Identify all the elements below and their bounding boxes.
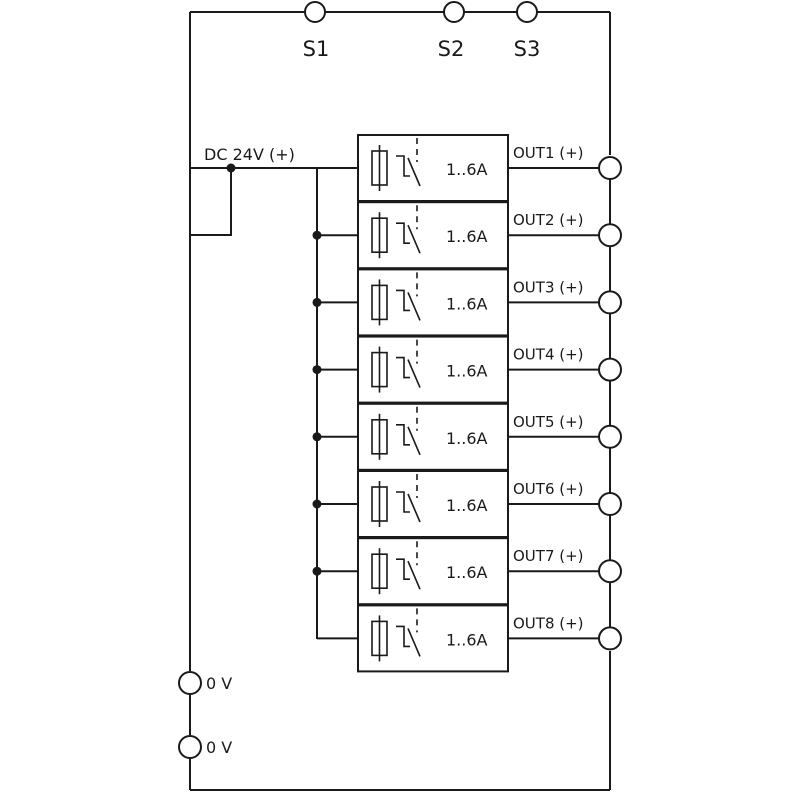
output-terminal[interactable] bbox=[598, 626, 622, 651]
terminal-circle[interactable] bbox=[178, 735, 202, 759]
bus-junction-dot bbox=[312, 432, 322, 442]
signal-s3: S3 bbox=[514, 1, 541, 61]
supply-loop bbox=[190, 168, 232, 236]
supply-label: DC 24V (+) bbox=[204, 145, 295, 164]
output-terminal[interactable] bbox=[598, 424, 622, 449]
signal-label-s1: S1 bbox=[303, 37, 330, 61]
signal-terminals: S1 S2 S3 bbox=[303, 1, 541, 61]
signal-s1: S1 bbox=[303, 1, 330, 61]
output-label: OUT2 (+) bbox=[513, 211, 584, 229]
output-terminal[interactable] bbox=[598, 290, 622, 315]
signal-s2: S2 bbox=[438, 1, 465, 61]
fuse-icon bbox=[371, 548, 388, 595]
supply-junction-dot bbox=[226, 163, 236, 173]
zero-volt-terminals: 0 V 0 V bbox=[178, 671, 232, 759]
current-rating: 1..6A bbox=[446, 429, 488, 448]
switch-icon bbox=[396, 541, 421, 590]
switch-icon bbox=[396, 608, 421, 657]
terminal-circle[interactable] bbox=[516, 1, 538, 23]
output-label: OUT3 (+) bbox=[513, 278, 584, 296]
bus-junction-dot bbox=[312, 297, 322, 307]
signal-label-s3: S3 bbox=[514, 37, 541, 61]
zero-volt-terminal-2: 0 V bbox=[178, 735, 232, 759]
fuse-icon bbox=[371, 413, 388, 460]
switch-icon bbox=[396, 339, 421, 388]
fuse-icon bbox=[371, 279, 388, 326]
output-terminal[interactable] bbox=[598, 492, 622, 516]
output-terminal[interactable] bbox=[598, 357, 622, 382]
channel-module-2: 1..6A OUT2 (+) bbox=[312, 201, 622, 292]
channel-module-8: 1..6A OUT8 (+) bbox=[317, 604, 622, 673]
channel-module-4: 1..6A OUT4 (+) bbox=[312, 335, 622, 426]
zero-volt-label: 0 V bbox=[206, 674, 232, 693]
signal-label-s2: S2 bbox=[438, 37, 465, 61]
output-label: OUT5 (+) bbox=[513, 413, 584, 431]
output-terminal[interactable] bbox=[598, 559, 622, 584]
channel-module-3: 1..6A OUT3 (+) bbox=[312, 268, 622, 359]
terminal-circle[interactable] bbox=[443, 1, 465, 23]
output-label: OUT8 (+) bbox=[513, 614, 584, 632]
fuse-icon bbox=[371, 212, 388, 259]
bus-junction-dot bbox=[312, 566, 322, 576]
current-rating: 1..6A bbox=[446, 362, 488, 381]
fuse-icon bbox=[371, 481, 388, 527]
bus-junction-dot bbox=[312, 230, 322, 240]
current-rating: 1..6A bbox=[446, 227, 488, 246]
frame-wires bbox=[189, 11, 611, 791]
current-rating: 1..6A bbox=[446, 630, 488, 649]
output-terminal[interactable] bbox=[598, 156, 622, 180]
current-rating: 1..6A bbox=[446, 294, 488, 313]
fuse-icon bbox=[371, 145, 388, 191]
terminal-circle[interactable] bbox=[178, 671, 202, 695]
current-rating: 1..6A bbox=[446, 563, 488, 582]
output-label: OUT1 (+) bbox=[513, 144, 584, 162]
bus-junction-dot bbox=[312, 365, 322, 375]
supply-wiring: DC 24V (+) bbox=[190, 145, 358, 639]
output-label: OUT4 (+) bbox=[513, 346, 584, 364]
output-label: OUT6 (+) bbox=[513, 480, 584, 498]
switch-icon bbox=[396, 138, 421, 187]
channel-module-6: 1..6A OUT6 (+) bbox=[312, 470, 622, 561]
fuse-icon bbox=[371, 615, 388, 662]
fuse-icon bbox=[371, 346, 388, 393]
channel-module-5: 1..6A OUT5 (+) bbox=[312, 402, 622, 493]
switch-icon bbox=[396, 272, 421, 321]
channel-module-7: 1..6A OUT7 (+) bbox=[312, 537, 622, 628]
switch-icon bbox=[396, 406, 421, 456]
bus-junction-dot bbox=[312, 499, 322, 509]
switch-icon bbox=[396, 205, 421, 254]
zero-volt-label: 0 V bbox=[206, 738, 232, 757]
current-rating: 1..6A bbox=[446, 496, 488, 515]
output-terminal[interactable] bbox=[598, 223, 622, 248]
output-label: OUT7 (+) bbox=[513, 547, 584, 565]
zero-volt-terminal-1: 0 V bbox=[178, 671, 232, 695]
current-rating: 1..6A bbox=[446, 160, 488, 179]
terminal-circle[interactable] bbox=[304, 1, 326, 23]
channel-module-1: 1..6A OUT1 (+) bbox=[317, 134, 622, 225]
switch-icon bbox=[396, 474, 421, 523]
